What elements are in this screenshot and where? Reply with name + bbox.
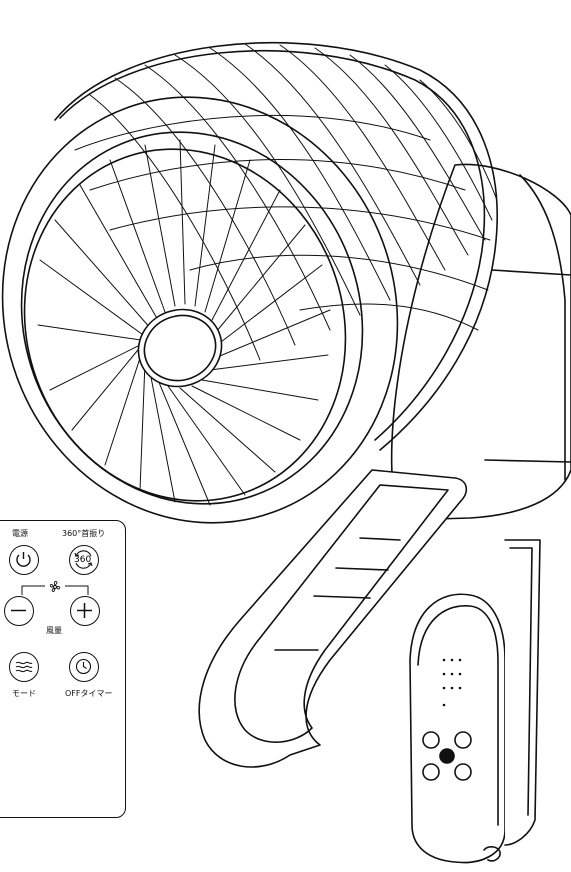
stand-arm bbox=[198, 469, 468, 768]
mode-button[interactable] bbox=[9, 652, 39, 682]
fan-speed-up-button[interactable] bbox=[70, 596, 100, 626]
swing-button[interactable]: 360 bbox=[69, 545, 99, 575]
bracket-button bbox=[454, 731, 472, 749]
rear-housing bbox=[390, 163, 571, 521]
bracket-indicator-dots bbox=[442, 658, 462, 707]
power-button[interactable] bbox=[9, 545, 39, 575]
mount-screw bbox=[483, 846, 501, 862]
fan-speed-label: 風量 bbox=[46, 626, 62, 635]
swing-icon-text: 360 bbox=[74, 555, 92, 565]
bracket-center-button bbox=[439, 748, 455, 764]
housing-seam bbox=[491, 269, 571, 276]
power-label: 電源 bbox=[12, 529, 28, 538]
off-timer-button[interactable] bbox=[69, 652, 99, 682]
bracket-button bbox=[422, 731, 440, 749]
wall-bracket bbox=[409, 593, 506, 864]
bracket-button bbox=[454, 763, 472, 781]
center-hub bbox=[137, 308, 223, 388]
minus-icon bbox=[11, 609, 26, 612]
mode-label: モード bbox=[12, 689, 36, 698]
grille-face bbox=[23, 148, 347, 502]
fan-speed-bracket bbox=[21, 585, 89, 595]
front-ring-inner bbox=[20, 131, 364, 505]
housing-seam-lower bbox=[484, 459, 571, 463]
fan-head bbox=[1, 96, 399, 524]
timer-label: OFFタイマー bbox=[65, 689, 113, 698]
rear-cage bbox=[54, 41, 498, 451]
wind-waves-icon bbox=[15, 661, 33, 673]
swing-label: 360°首振り bbox=[62, 529, 106, 538]
front-ring-outer bbox=[1, 96, 399, 524]
fan-speed-down-button[interactable] bbox=[4, 596, 34, 626]
clock-icon bbox=[75, 658, 92, 675]
rotate-360-icon bbox=[74, 550, 93, 569]
bracket-button bbox=[422, 763, 440, 781]
power-icon bbox=[16, 552, 31, 567]
plus-icon bbox=[77, 603, 92, 618]
fan-icon bbox=[49, 580, 61, 593]
